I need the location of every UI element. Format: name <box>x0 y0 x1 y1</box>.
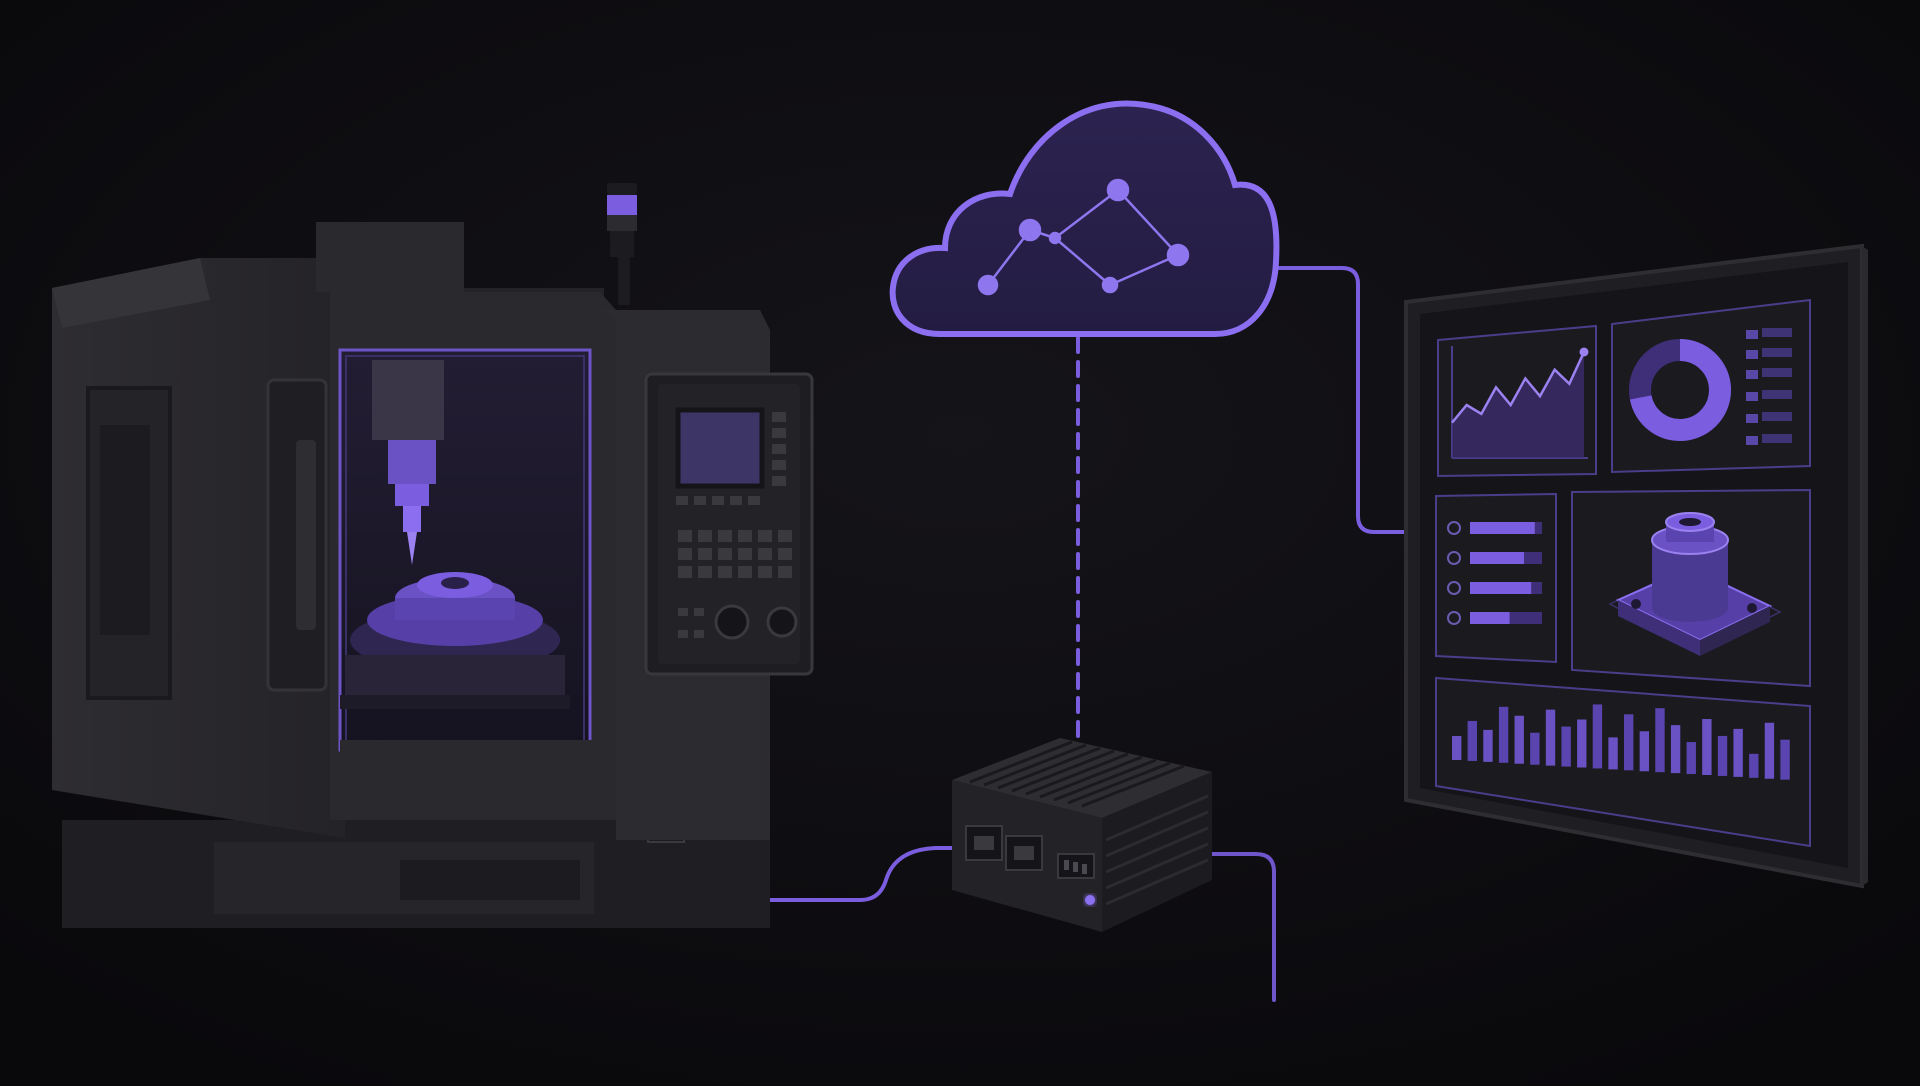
cloud-node <box>889 100 1280 337</box>
bar-chart-bar <box>1717 735 1728 776</box>
machined-part-3d-icon <box>1615 512 1773 656</box>
list-item-radio <box>1447 551 1461 565</box>
list-item-fill <box>1470 582 1532 594</box>
control-knob-right <box>766 606 798 638</box>
usb-port-icon <box>1057 853 1095 879</box>
bar-chart-bar <box>1514 715 1524 764</box>
part-model-panel <box>1571 488 1811 688</box>
bar-chart-bar <box>1452 736 1462 760</box>
list-item-fill <box>1470 552 1524 564</box>
list-item-fill <box>1470 522 1535 534</box>
status-led-icon <box>1085 895 1095 905</box>
ethernet-port-icon-2 <box>1005 835 1043 871</box>
bar-chart-bar <box>1764 722 1775 779</box>
bar-chart <box>1452 704 1790 780</box>
list-item-fill <box>1470 612 1510 624</box>
status-list-panel <box>1435 492 1557 664</box>
spindle-icon <box>372 360 444 565</box>
network-graph-icon <box>977 178 1190 296</box>
bar-chart-bar <box>1577 719 1587 768</box>
bar-chart-bar <box>1545 709 1556 766</box>
list-item-radio <box>1447 581 1461 595</box>
bar-chart-bar <box>1686 742 1696 775</box>
list-item-radio <box>1447 521 1461 535</box>
bar-chart-bar <box>1780 739 1790 780</box>
bar-chart-bar <box>1608 737 1618 770</box>
bar-chart-bar <box>1592 704 1603 769</box>
bar-chart-bar <box>1624 714 1634 771</box>
cnc-control-panel <box>644 372 814 676</box>
line-chart-series <box>1451 351 1586 424</box>
bar-chart-bar <box>1702 719 1712 776</box>
bar-chart-bar <box>1530 732 1540 765</box>
bar-chart-bar <box>1733 728 1743 777</box>
line-chart <box>1451 346 1589 459</box>
bar-chart-bar <box>1670 725 1681 774</box>
bar-chart-bar <box>1561 726 1571 767</box>
line-chart-point <box>1579 347 1589 357</box>
donut-chart-panel <box>1611 298 1811 474</box>
edge-gateway <box>952 738 1212 932</box>
top-housing <box>316 222 464 292</box>
workpiece-icon <box>340 572 570 709</box>
bar-chart-bar <box>1639 731 1650 772</box>
bar-chart-bar <box>1498 706 1509 763</box>
bar-chart-bar <box>1483 729 1493 762</box>
cnc-machine <box>52 183 814 928</box>
bar-chart-bar <box>1749 753 1759 778</box>
control-screen <box>675 407 765 489</box>
line-chart-panel <box>1437 324 1597 478</box>
bar-chart-panel <box>1435 676 1811 848</box>
gateway-top <box>952 738 1212 818</box>
control-knob-left <box>714 604 750 640</box>
gateway-side <box>1102 772 1212 932</box>
status-list <box>1447 521 1542 625</box>
bar-chart-bar <box>1655 708 1665 773</box>
bar-chart-bar <box>1467 720 1478 761</box>
ethernet-port-icon <box>965 825 1003 861</box>
donut-slice <box>1629 339 1731 441</box>
donut-chart <box>1629 339 1731 441</box>
signal-tower-light <box>607 183 637 305</box>
list-item-radio <box>1447 611 1461 625</box>
control-keypad <box>676 412 792 638</box>
cable-cloud-to-dashboard <box>1276 266 1406 534</box>
dashboard-monitor <box>1404 243 1868 889</box>
donut-legend <box>1746 328 1792 445</box>
cable-gateway-outbound <box>1210 852 1276 1002</box>
